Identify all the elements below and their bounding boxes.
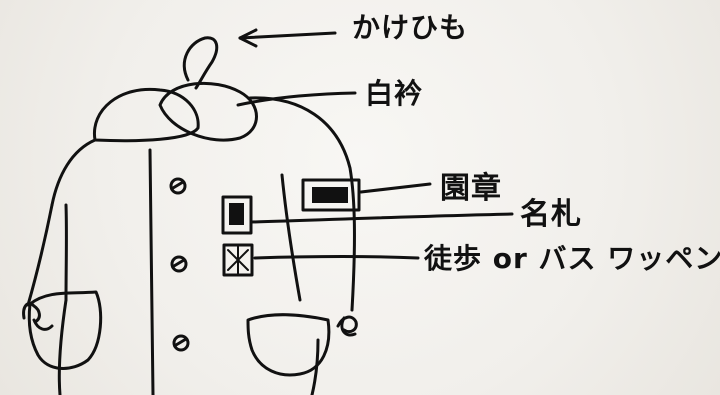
right-sleeve-inner (280, 173, 302, 302)
collar-pointer (236, 91, 357, 107)
name-tag-label: 名札 (520, 197, 582, 232)
right-body-side (310, 338, 320, 395)
name-tag-shape (221, 195, 253, 235)
school-badge-pointer (359, 182, 432, 194)
right-shoulder (248, 96, 356, 312)
collar-right (158, 81, 258, 142)
patch-label: 徒歩 or バス ワッペン (424, 242, 720, 275)
button-bottom (172, 334, 190, 352)
school-badge-label: 園章 (440, 171, 502, 206)
right-cuff-frill (340, 316, 357, 337)
white-collar-label: 白衿 (365, 77, 424, 110)
right-pocket (246, 313, 331, 377)
front-edge (148, 148, 155, 395)
left-cuff (22, 302, 41, 324)
button-middle (170, 255, 188, 273)
name-tag-pointer (250, 212, 514, 224)
left-sleeve-outer (26, 203, 54, 307)
left-pocket (27, 290, 103, 370)
hanging-loop-shape (182, 36, 219, 90)
school-badge-shape (301, 178, 361, 212)
left-cuff-frill (32, 318, 54, 331)
left-shoulder (50, 138, 97, 207)
left-body-side (57, 298, 68, 395)
hanging-loop-pointer (238, 31, 337, 40)
hanging-loop-label: かけひも (352, 11, 469, 44)
collar-left (92, 87, 200, 143)
button-top (169, 177, 187, 195)
patch-pointer (253, 255, 420, 260)
